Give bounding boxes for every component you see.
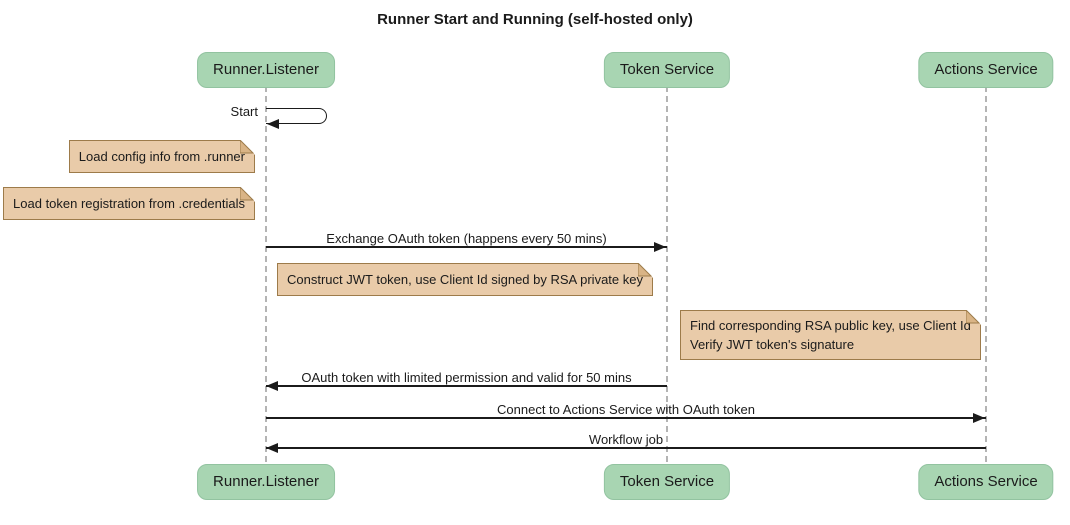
note-load-token-registration: Load token registration from .credential… [3, 187, 255, 220]
note-fold-corner-icon [637, 263, 653, 278]
participant-top-token-service: Token Service [603, 52, 731, 88]
arrowhead-left-icon [266, 443, 278, 453]
note-load-config: Load config info from .runner [68, 140, 255, 173]
note-text-line-2: Verify JWT token's signature [690, 337, 855, 352]
arrowhead-right-icon [654, 242, 666, 252]
message-connect-actions-line [266, 417, 986, 419]
self-message-loop-arrow [266, 108, 327, 124]
note-text: Load config info from .runner [78, 149, 245, 164]
note-fold-corner-icon [240, 140, 255, 155]
self-message-start-label: Start [230, 104, 258, 119]
message-workflow-job-line [266, 447, 986, 449]
note-fold-corner-icon [240, 187, 255, 202]
arrowhead-left-icon [266, 381, 278, 391]
message-exchange-oauth-line [266, 246, 667, 248]
participant-bottom-runner-listener: Runner.Listener [197, 464, 335, 500]
note-construct-jwt: Construct JWT token, use Client Id signe… [277, 263, 653, 296]
participant-bottom-actions-service: Actions Service [918, 464, 1054, 500]
message-connect-actions-label: Connect to Actions Service with OAuth to… [497, 402, 755, 417]
message-oauth-token-label: OAuth token with limited permission and … [301, 370, 632, 385]
lifeline-runner-listener [265, 86, 267, 465]
participant-top-actions-service: Actions Service [918, 52, 1054, 88]
arrowhead-right-icon [973, 413, 985, 423]
note-fold-corner-icon [965, 310, 981, 325]
note-text: Load token registration from .credential… [13, 196, 245, 211]
arrowhead-left-icon [267, 119, 279, 129]
note-text-line-1: Find corresponding RSA public key, use C… [690, 318, 971, 333]
lifeline-token-service [666, 86, 668, 465]
participant-bottom-token-service: Token Service [603, 464, 731, 500]
note-text: Construct JWT token, use Client Id signe… [287, 272, 643, 287]
participant-top-runner-listener: Runner.Listener [197, 52, 335, 88]
message-workflow-job-label: Workflow job [588, 432, 664, 447]
diagram-title: Runner Start and Running (self-hosted on… [377, 11, 693, 28]
lifeline-actions-service [985, 86, 987, 465]
message-oauth-token-line [266, 385, 667, 387]
note-verify-jwt: Find corresponding RSA public key, use C… [680, 310, 981, 360]
message-exchange-oauth-label: Exchange OAuth token (happens every 50 m… [326, 231, 607, 246]
